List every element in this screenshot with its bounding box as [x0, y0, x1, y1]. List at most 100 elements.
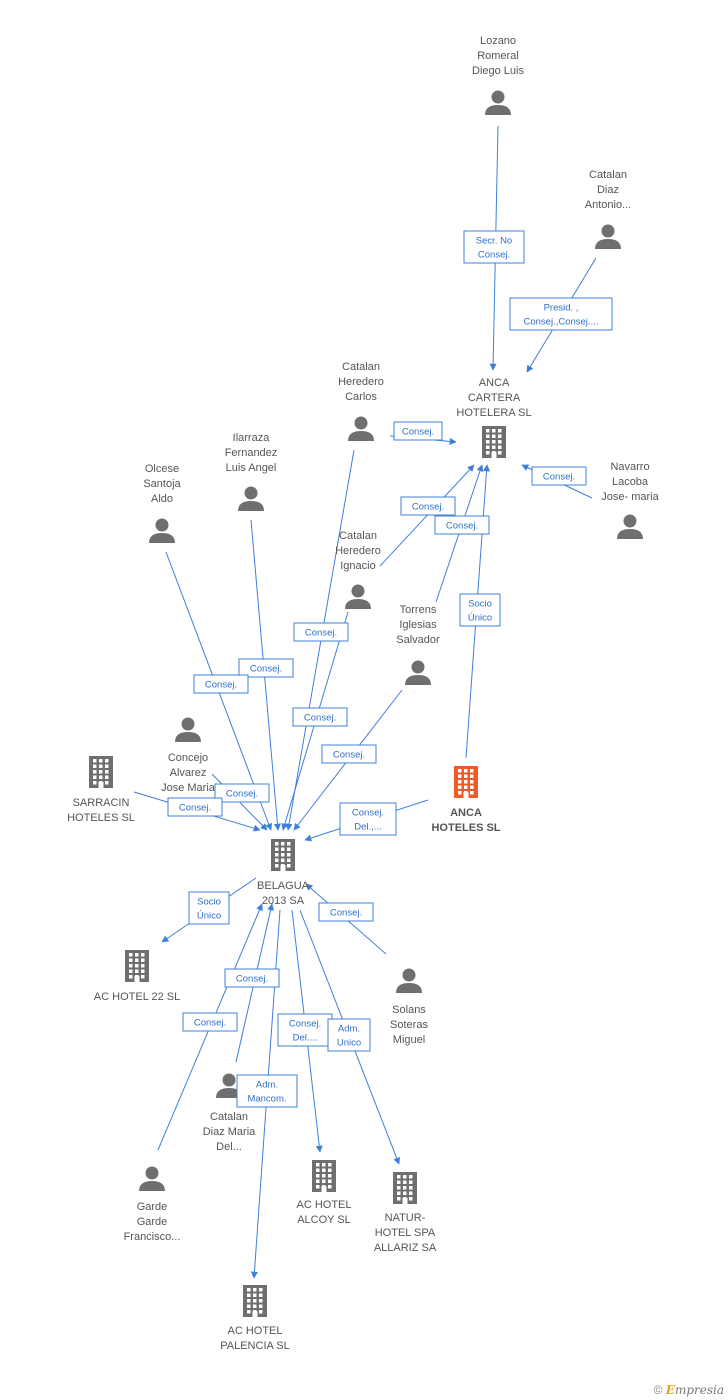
relation-label[interactable]: Consej. — [293, 622, 349, 642]
building-window-shape — [498, 434, 502, 438]
person-head-shape — [145, 1166, 159, 1180]
node-catalan_diaz[interactable]: CatalanDiazAntonio... — [585, 169, 631, 249]
relation-label[interactable]: Consej. — [318, 902, 374, 922]
person-body-shape — [175, 732, 201, 742]
relation-label-box — [339, 802, 397, 836]
building-window-shape — [129, 958, 133, 962]
relation-label-text: Presid. , — [544, 303, 579, 314]
relation-label[interactable]: Consej. — [182, 1012, 238, 1032]
building-window-shape — [129, 964, 133, 968]
relation-label-text: Único — [197, 911, 221, 922]
person-icon — [405, 660, 431, 685]
building-window-shape — [253, 1293, 257, 1297]
building-window-shape — [259, 1299, 263, 1303]
node-garde[interactable]: GardeGardeFrancisco... — [124, 1166, 181, 1244]
building-icon — [482, 426, 506, 458]
building-window-shape — [328, 1163, 332, 1167]
relation-label[interactable]: Consej. — [224, 968, 280, 988]
relation-label[interactable]: Consej. — [434, 515, 490, 535]
node-label-line: SARRACIN — [73, 797, 130, 809]
relation-label[interactable]: Presid. ,Consej.,Consej.... — [509, 297, 613, 331]
building-window-shape — [498, 451, 502, 455]
relation-label[interactable]: Consej. — [400, 496, 456, 516]
relation-label[interactable]: Consej. — [214, 783, 270, 803]
building-window-shape — [316, 1179, 320, 1183]
relation-label[interactable]: Consej.Del.,... — [339, 802, 397, 836]
building-window-shape — [105, 759, 109, 763]
node-label-line: HOTELES SL — [67, 812, 135, 824]
relation-label[interactable]: Consej. — [193, 674, 249, 694]
relation-label[interactable]: Consej. — [531, 466, 587, 486]
person-body-shape — [348, 431, 374, 441]
building-window-shape — [470, 785, 474, 789]
building-window-shape — [409, 1191, 413, 1195]
node-label-line: Ilarraza — [233, 432, 271, 444]
relation-label[interactable]: Consej.Del.... — [277, 1013, 333, 1047]
relation-label-text: Consej. — [402, 427, 434, 438]
relation-label[interactable]: Consej. — [292, 707, 348, 727]
relation-label-text: Consej. — [446, 521, 478, 532]
person-body-shape — [396, 983, 422, 993]
relation-label-box — [224, 968, 280, 988]
building-window-shape — [253, 1288, 257, 1292]
relation-label-box — [463, 230, 525, 264]
building-window-shape — [105, 764, 109, 768]
relation-label-text: Adm. — [338, 1024, 360, 1035]
relation-label[interactable]: Consej. — [321, 744, 377, 764]
node-sarracin[interactable]: SARRACIN HOTELES SL — [67, 756, 135, 824]
node-label-line: Catalan — [339, 530, 377, 542]
brand-logo[interactable]: Empresia — [665, 1383, 724, 1397]
building-window-shape — [403, 1175, 407, 1179]
building-door-shape — [98, 782, 104, 788]
node-label-line: Catalan — [210, 1111, 248, 1123]
building-window-shape — [105, 781, 109, 785]
node-label-line: Heredero — [335, 545, 381, 557]
building-window-shape — [328, 1174, 332, 1178]
node-ac22[interactable]: AC HOTEL 22 SL — [94, 950, 180, 1003]
building-window-shape — [129, 975, 133, 979]
building-window-shape — [281, 842, 285, 846]
relation-label[interactable]: Adm.Unico — [327, 1018, 371, 1052]
relation-label[interactable]: Consej. — [167, 797, 223, 817]
node-label-line: Iglesias — [399, 619, 437, 631]
person-head-shape — [623, 514, 637, 528]
building-window-shape — [464, 785, 468, 789]
building-window-shape — [135, 958, 139, 962]
node-label-line: Diego Luis — [472, 65, 524, 77]
relation-label-box — [277, 1013, 333, 1047]
person-body-shape — [149, 533, 175, 543]
building-window-shape — [322, 1174, 326, 1178]
relation-label[interactable]: Consej. — [393, 421, 443, 441]
relation-label[interactable]: Consej. — [238, 658, 294, 678]
node-label-line: Garde — [137, 1201, 168, 1213]
person-body-shape — [238, 501, 264, 511]
relation-label-text: Del.,... — [354, 822, 381, 833]
building-window-shape — [99, 770, 103, 774]
person-body-shape — [405, 675, 431, 685]
building-icon — [271, 839, 295, 871]
relation-label-text: Consej. — [304, 713, 336, 724]
relation-label-text: Consej. — [205, 680, 237, 691]
building-window-shape — [470, 780, 474, 784]
relation-label[interactable]: Adm.Mancom. — [236, 1074, 298, 1108]
